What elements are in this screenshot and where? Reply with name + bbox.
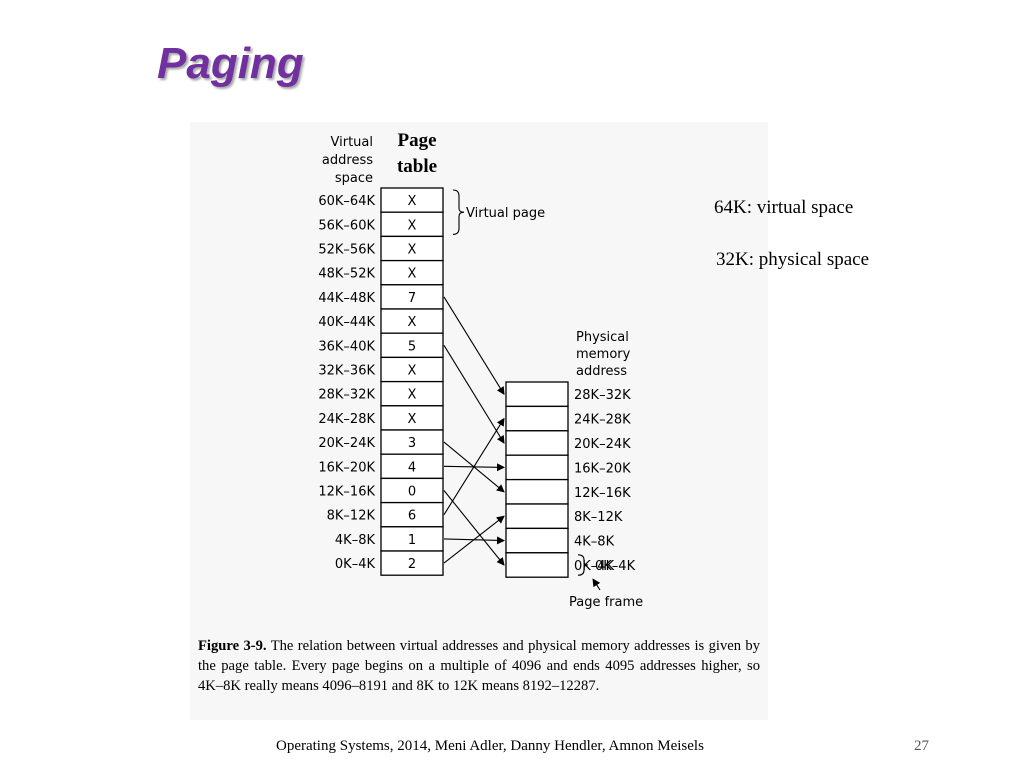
virtual-range-label: 8K–12K — [327, 509, 376, 524]
page-table-cell — [380, 526, 444, 552]
virtual-range-label: 32K–36K — [318, 364, 375, 379]
physical-header-line: Physical — [576, 330, 629, 345]
virtual-range-label: 36K–40K — [318, 339, 375, 354]
virtual-range-label: 60K–64K — [318, 194, 375, 209]
physical-frame-cell — [505, 503, 569, 530]
virtual-range-label: 16K–20K — [318, 460, 375, 475]
page-table-entry: 1 — [408, 533, 416, 548]
page-table-cell — [380, 187, 444, 213]
page-table-cell — [380, 453, 444, 480]
physical-frame-cell — [505, 527, 569, 554]
page-table-header: Page table — [392, 128, 442, 180]
page-table-entry: 7 — [408, 291, 416, 306]
physical-memory-address-header: Physical memory address — [576, 330, 631, 379]
page-table-entry: 4 — [408, 460, 416, 475]
mapping-arrow — [443, 345, 505, 444]
page-table-entry: 6 — [408, 509, 416, 524]
physical-frame-cell — [505, 454, 569, 481]
page-table-entry: 3 — [408, 436, 416, 451]
page-table-cell — [380, 332, 444, 359]
page-table-entry: 2 — [408, 557, 416, 572]
physical-range-label: 16K–20K — [574, 461, 631, 476]
page-table-cell — [380, 550, 444, 576]
page-table-cell — [380, 477, 444, 504]
page-table-entry: X — [408, 243, 417, 258]
page-table-cell — [380, 405, 444, 431]
mapping-arrow — [443, 296, 505, 396]
page-table-cell — [380, 429, 444, 455]
virtual-address-space-header: Virtual address space — [322, 135, 373, 186]
page-table-entry: X — [408, 218, 417, 233]
mapping-arrow — [443, 490, 505, 566]
virtual-range-label: 24K–28K — [318, 412, 375, 427]
virtual-range-label: 44K–48K — [318, 291, 375, 306]
physical-frame-cell — [505, 478, 569, 505]
physical-header-line: address — [576, 364, 627, 379]
virtual-range-label: 52K–56K — [318, 243, 375, 258]
physical-range-label: 12K–16K — [574, 486, 631, 501]
page-table-entry: X — [408, 364, 417, 379]
virtual-range-label: 12K–16K — [318, 485, 375, 500]
physical-frame-cell — [505, 405, 569, 432]
page-table-entry: X — [408, 267, 417, 282]
page-table-cell — [380, 235, 444, 262]
page-table-entry: 5 — [408, 339, 416, 354]
mapping-arrow — [443, 417, 505, 515]
frame-0k-4k-label: 0K–4K — [595, 559, 636, 574]
page-table-header-line-1: Page — [397, 130, 437, 151]
page-table-entry: X — [408, 388, 417, 403]
virtual-range-label: 56K–60K — [318, 218, 375, 233]
figure-caption-text: The relation between virtual addresses a… — [198, 638, 761, 694]
figure-caption: Figure 3-9. The relation between virtual… — [198, 636, 760, 696]
page-table-entry: X — [408, 412, 417, 427]
page-frame-pointer — [592, 578, 601, 591]
page-table-entry: X — [408, 315, 417, 330]
virtual-space-note: 64K: virtual space — [714, 197, 854, 218]
page-frame-label: Page frame — [569, 595, 643, 610]
physical-frame-cell — [505, 381, 569, 408]
virtual-range-label: 48K–52K — [318, 267, 375, 282]
physical-header-line: memory — [576, 347, 631, 362]
virtual-page-brace — [452, 189, 465, 235]
page-table-cell — [380, 380, 444, 407]
virtual-header-line: Virtual — [331, 135, 373, 150]
virtual-header-line: space — [335, 171, 373, 186]
physical-space-note: 32K: physical space — [716, 249, 870, 270]
virtual-header-line: address — [322, 153, 373, 168]
mapping-arrow — [443, 515, 505, 564]
virtual-range-label: 28K–32K — [318, 388, 375, 403]
physical-frame-cell — [505, 430, 569, 456]
physical-range-label: 4K–8K — [574, 535, 615, 550]
slide-footer: Operating Systems, 2014, Meni Adler, Dan… — [276, 738, 704, 754]
page-table-entry: 0 — [408, 485, 416, 500]
virtual-range-label: 20K–24K — [318, 436, 375, 451]
page-table-entry: X — [408, 194, 417, 209]
page-frame-brace — [577, 554, 589, 576]
physical-frame-cell — [505, 552, 569, 578]
figure-background — [190, 122, 768, 720]
mapping-arrows — [443, 296, 505, 566]
slide-title: Paging — [157, 39, 304, 88]
virtual-page-label: Virtual page — [466, 206, 545, 221]
physical-range-label: 28K–32K — [574, 388, 631, 403]
virtual-range-label: 0K–4K — [335, 557, 376, 572]
page-number: 27 — [914, 738, 929, 754]
virtual-range-label: 40K–44K — [318, 315, 375, 330]
page-table-cell — [380, 284, 444, 310]
figure-caption-label: Figure 3-9. — [198, 638, 267, 654]
physical-range-label: 20K–24K — [574, 437, 631, 452]
physical-range-label: 24K–28K — [574, 413, 631, 428]
physical-range-label: 8K–12K — [574, 510, 623, 525]
page-table-header-line-2: table — [396, 156, 438, 177]
page-table-cell — [380, 259, 444, 286]
virtual-range-label: 4K–8K — [335, 533, 376, 548]
